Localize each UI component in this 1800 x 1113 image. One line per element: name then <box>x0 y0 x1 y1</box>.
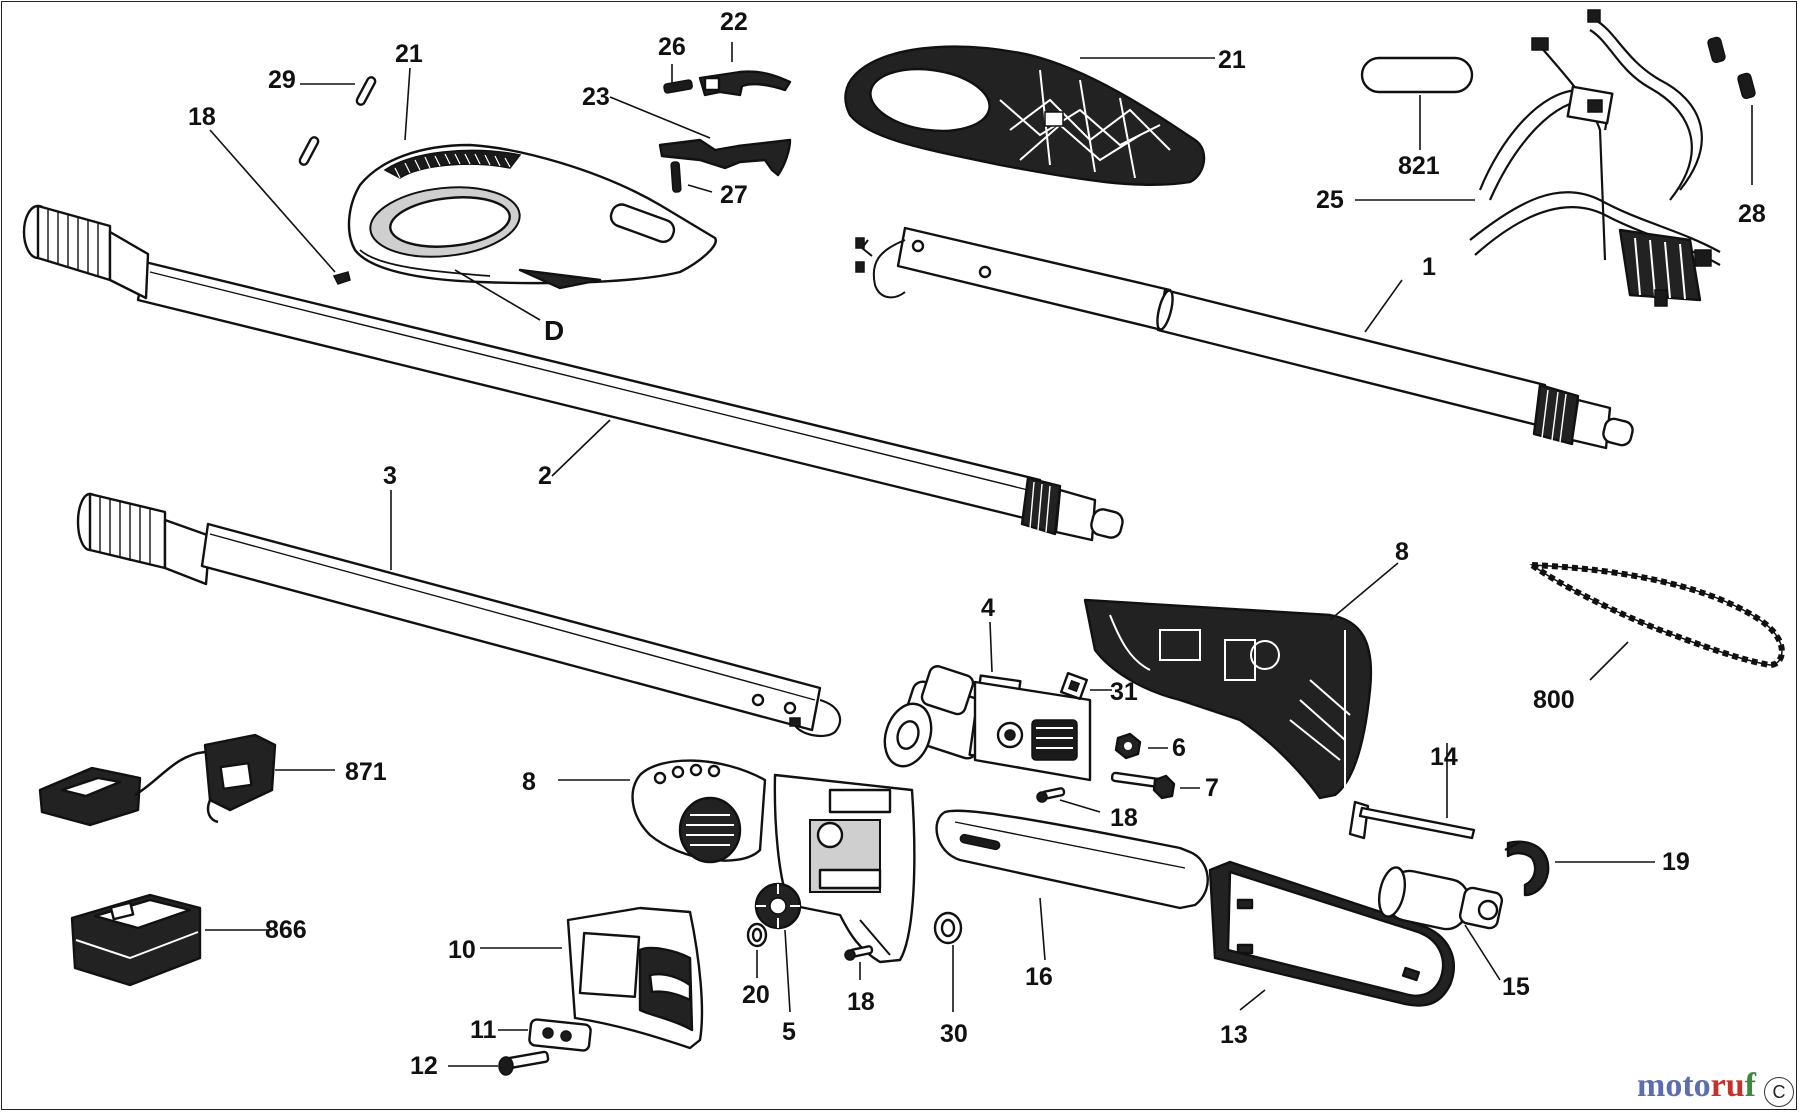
label-22: 22 <box>720 8 748 36</box>
label-D: D <box>544 315 564 346</box>
pole-tube-1 <box>855 226 1634 450</box>
charger-871 <box>38 733 277 827</box>
label-26: 26 <box>658 33 686 61</box>
washer-20 <box>746 922 768 948</box>
saw-chain-800 <box>1522 561 1785 669</box>
watermark-part-1: moto <box>1637 1067 1711 1104</box>
leader-lines <box>205 42 1753 1067</box>
cover-10 <box>566 906 704 1050</box>
watermark-part-3: f <box>1744 1067 1756 1104</box>
label-28: 28 <box>1738 200 1766 228</box>
bolt-12 <box>498 1050 550 1076</box>
bolt-7 <box>1110 771 1176 800</box>
bar-cover-13 <box>1208 860 1455 1007</box>
label-31: 31 <box>1110 678 1138 706</box>
label-16: 16 <box>1025 963 1053 991</box>
label-18-mid: 18 <box>1110 804 1138 832</box>
handle-half-21-right <box>844 45 1206 186</box>
label-30: 30 <box>940 1020 968 1048</box>
screw-18-bottom <box>844 945 874 961</box>
pole-tube-3 <box>76 492 842 738</box>
label-3: 3 <box>383 462 397 490</box>
label-14: 14 <box>1430 743 1458 771</box>
label-10: 10 <box>448 936 476 964</box>
watermark: motoruf <box>1637 1067 1756 1105</box>
spring-27 <box>670 161 682 193</box>
sprocket-5 <box>754 882 802 930</box>
label-8-right: 8 <box>1395 538 1409 566</box>
hex-key-14 <box>1348 800 1476 840</box>
label-18-top: 18 <box>188 103 216 131</box>
label-800: 800 <box>1533 686 1575 714</box>
housing-8-left <box>631 759 916 964</box>
label-23: 23 <box>582 83 610 111</box>
handle-half-21-left <box>347 143 717 290</box>
plate-11 <box>528 1018 592 1052</box>
watermark-part-2: ru <box>1710 1067 1745 1104</box>
label-15: 15 <box>1502 973 1530 1001</box>
label-25: 25 <box>1316 186 1344 214</box>
label-21-right: 21 <box>1218 46 1246 74</box>
label-6: 6 <box>1172 734 1186 762</box>
switch-wiring-25 <box>1469 9 1721 307</box>
label-13: 13 <box>1220 1021 1248 1049</box>
clip-31 <box>1059 671 1089 701</box>
nut-6 <box>1114 732 1142 760</box>
motor-4 <box>883 665 1092 782</box>
screw-18-top <box>332 271 351 285</box>
label-5: 5 <box>782 1018 796 1046</box>
label-18-bottom: 18 <box>847 988 875 1016</box>
label-21-left: 21 <box>395 40 423 68</box>
springs-28 <box>1707 36 1756 99</box>
battery-866 <box>70 893 202 987</box>
label-866: 866 <box>265 916 307 944</box>
screw-18-mid <box>1036 787 1066 803</box>
housing-8-right <box>1083 598 1373 800</box>
trigger-22 <box>698 70 792 97</box>
trigger-lever-23 <box>658 138 792 177</box>
label-8-left: 8 <box>522 768 536 796</box>
label-4: 4 <box>981 594 995 622</box>
clip-19 <box>1504 840 1550 897</box>
label-7: 7 <box>1205 774 1219 802</box>
label-19: 19 <box>1662 848 1690 876</box>
corner-mark: C <box>1764 1077 1794 1107</box>
pole-tube-2 <box>22 204 1124 542</box>
label-plate-821 <box>1360 56 1474 94</box>
pins-29 <box>298 76 377 166</box>
label-12: 12 <box>410 1052 438 1080</box>
guide-bar-16 <box>935 809 1209 910</box>
label-821: 821 <box>1398 152 1440 180</box>
pin-26 <box>663 79 693 94</box>
label-29: 29 <box>268 66 296 94</box>
label-2: 2 <box>538 462 552 490</box>
label-871: 871 <box>345 758 387 786</box>
label-27: 27 <box>720 181 748 209</box>
label-1: 1 <box>1422 253 1436 281</box>
oil-tank-15 <box>1377 866 1504 931</box>
washer-30 <box>933 911 963 945</box>
label-11: 11 <box>470 1016 497 1044</box>
callout-labels: 21 21 29 18 D 22 26 23 27 821 25 28 1 2 … <box>188 8 1766 1080</box>
label-20: 20 <box>742 981 770 1009</box>
